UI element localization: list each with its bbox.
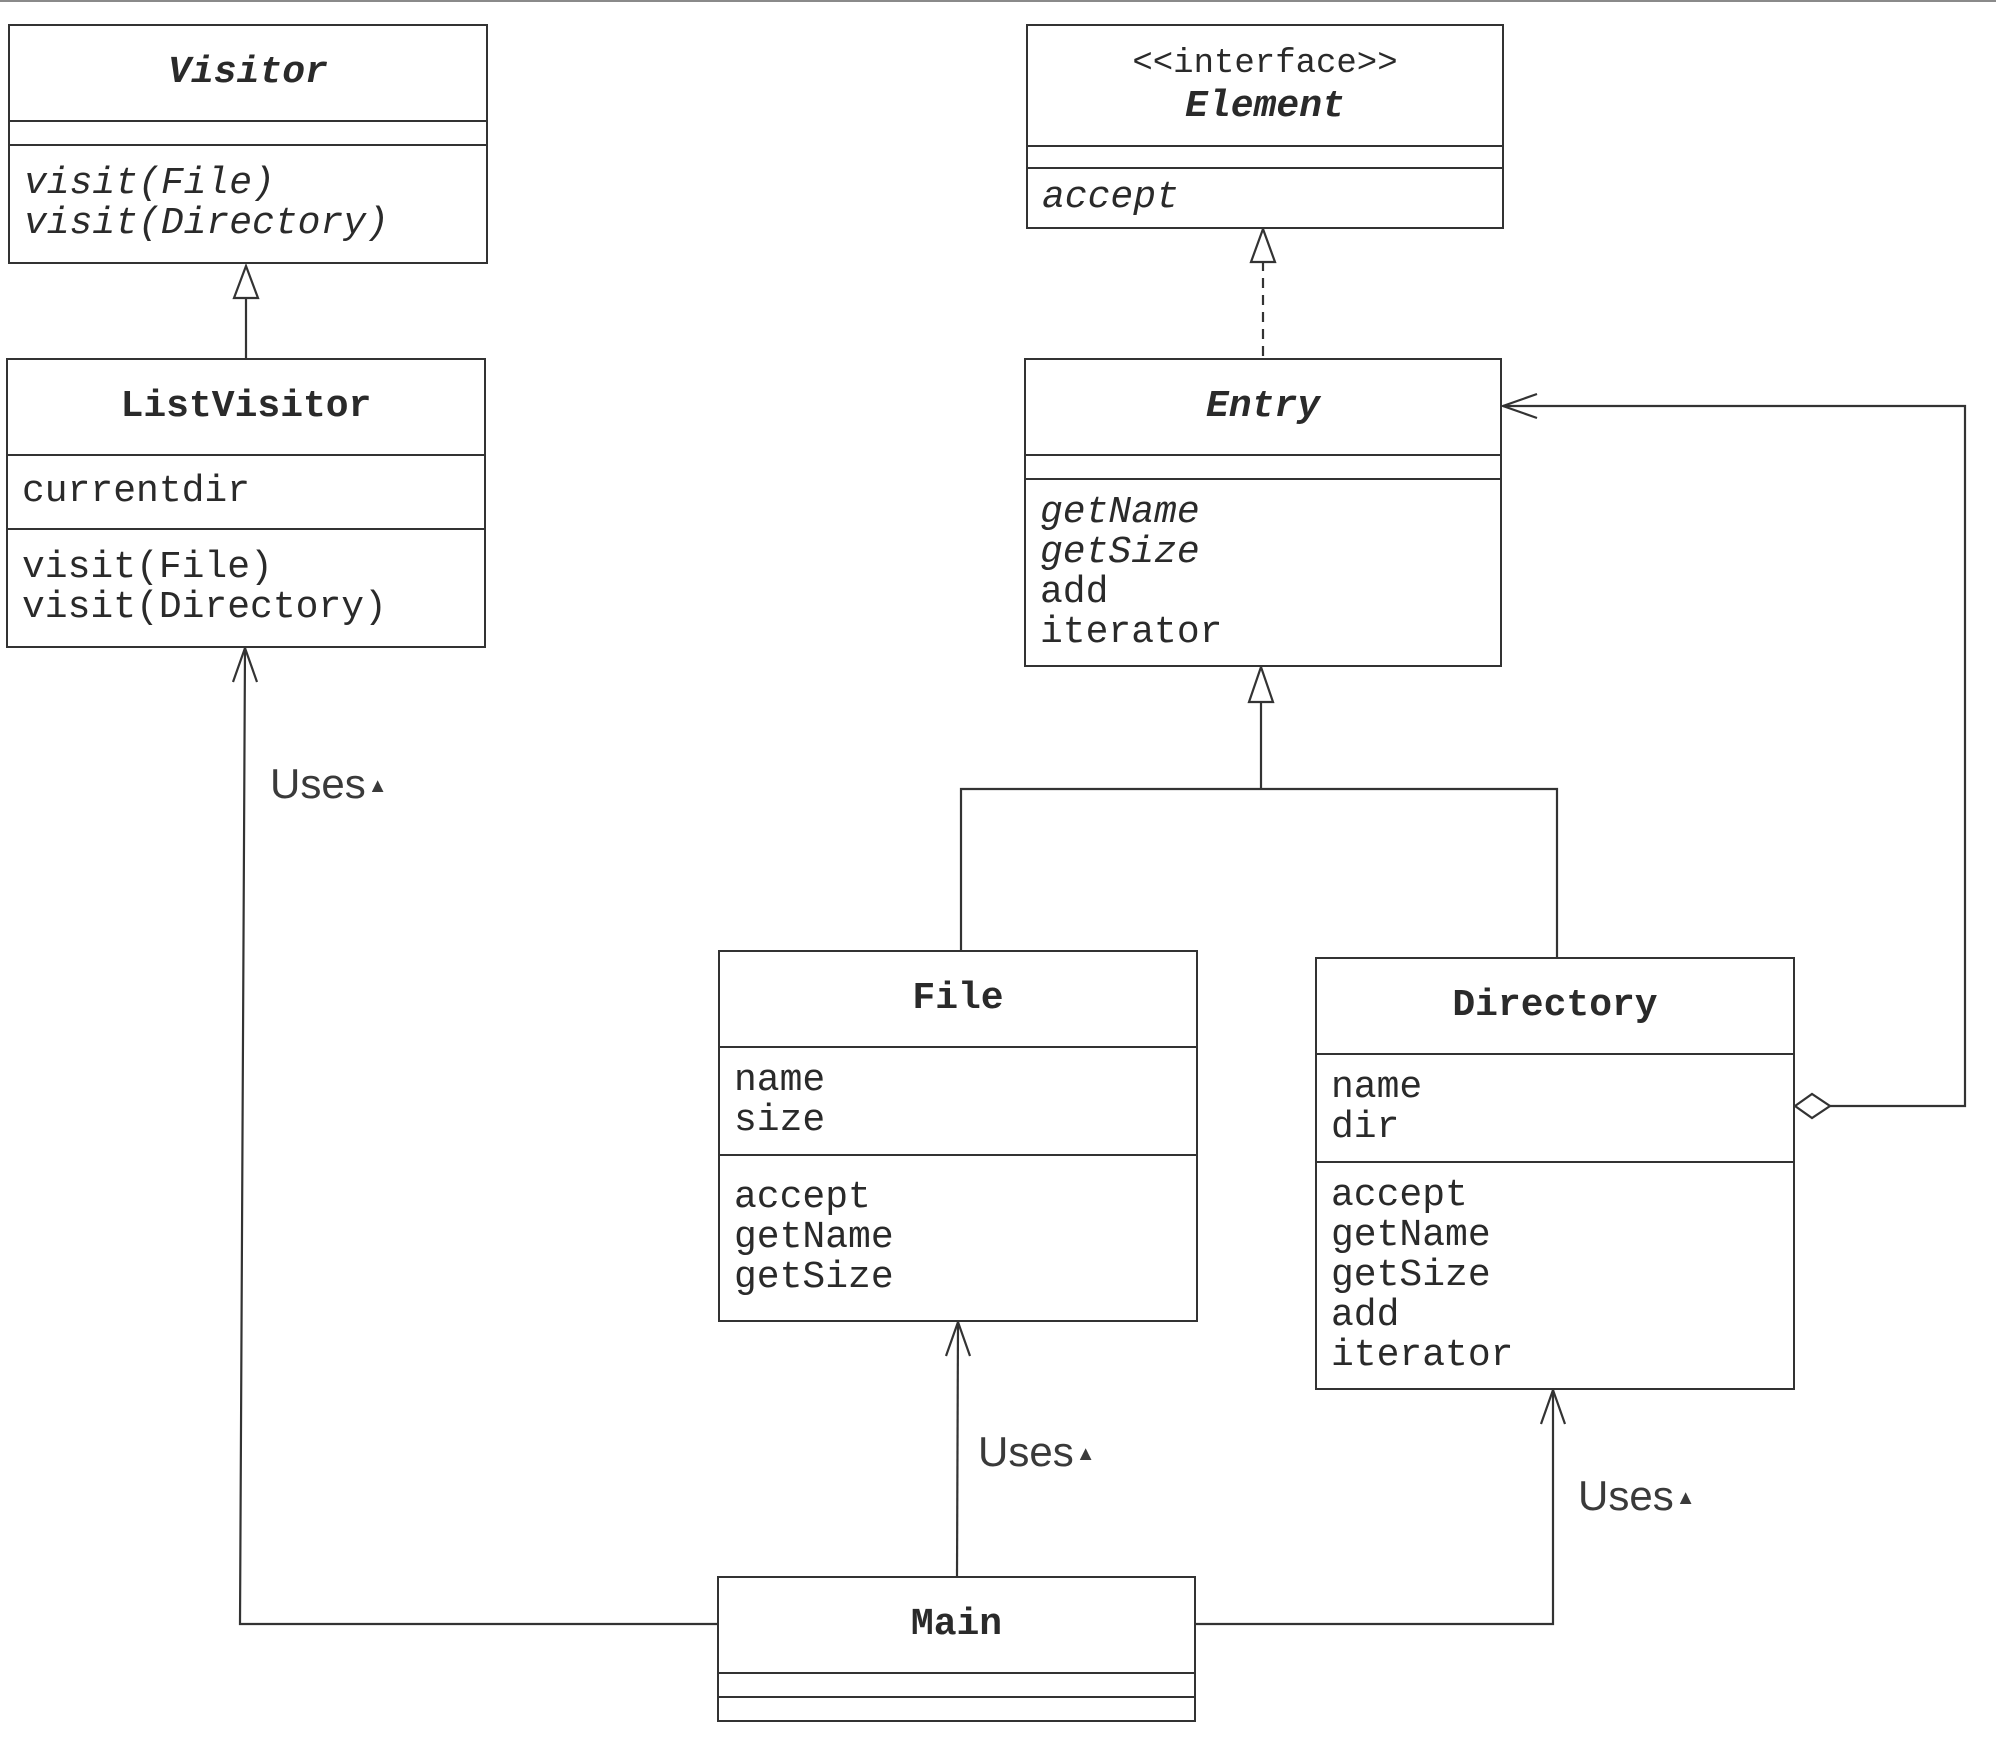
file-open-arrowhead bbox=[944, 1318, 972, 1357]
method: add bbox=[1331, 1293, 1400, 1337]
class-main-methods bbox=[719, 1698, 1194, 1720]
method: getName bbox=[1331, 1213, 1491, 1257]
class-visitor-header: Visitor bbox=[10, 26, 486, 122]
method: accept bbox=[1331, 1173, 1468, 1217]
class-list-visitor-header: ListVisitor bbox=[8, 360, 484, 456]
direction-triangle-icon: ▲ bbox=[1075, 1443, 1096, 1465]
subclass-generalization-bus bbox=[959, 787, 1559, 957]
class-element-name: Element bbox=[1185, 84, 1345, 128]
method: getName bbox=[734, 1216, 894, 1259]
class-element: <<interface>> Element accept bbox=[1026, 24, 1504, 229]
class-directory-methods: accept getName getSize add iterator bbox=[1317, 1163, 1793, 1388]
aggregation-open-arrowhead bbox=[1499, 392, 1538, 420]
class-entry-name: Entry bbox=[1205, 385, 1321, 428]
class-file-methods: accept getName getSize bbox=[720, 1156, 1196, 1320]
method: visit(Directory) bbox=[24, 202, 389, 245]
class-list-visitor-name: ListVisitor bbox=[120, 385, 372, 428]
field: name bbox=[734, 1059, 826, 1102]
method: accept bbox=[1042, 176, 1179, 219]
main-file-dependency-line bbox=[955, 1321, 960, 1577]
class-entry-header: Entry bbox=[1026, 360, 1500, 456]
class-main: Main bbox=[717, 1576, 1196, 1722]
class-element-methods: accept bbox=[1028, 169, 1502, 227]
uses-label-file: Uses▲ bbox=[978, 1428, 1096, 1476]
field: dir bbox=[1331, 1106, 1400, 1149]
method: accept bbox=[734, 1176, 871, 1219]
class-file-header: File bbox=[720, 952, 1196, 1048]
method: visit(File) bbox=[24, 162, 275, 205]
class-element-fields bbox=[1028, 147, 1502, 169]
field: size bbox=[734, 1099, 826, 1142]
directory-aggregation-line bbox=[1503, 404, 1967, 1108]
field: name bbox=[1331, 1066, 1423, 1109]
field: currentdir bbox=[22, 470, 251, 513]
uses-label-list-visitor: Uses▲ bbox=[270, 760, 388, 808]
class-entry-methods: getName getSize add iterator bbox=[1026, 480, 1500, 665]
class-file: File name size accept getName getSize bbox=[718, 950, 1198, 1322]
class-directory-header: Directory bbox=[1317, 959, 1793, 1055]
top-rule bbox=[0, 0, 1996, 2]
method: getName bbox=[1040, 490, 1200, 534]
method: iterator bbox=[1331, 1333, 1514, 1377]
class-element-stereotype: <<interface>> bbox=[1132, 44, 1398, 83]
direction-triangle-icon: ▲ bbox=[367, 775, 388, 797]
directory-open-arrowhead bbox=[1539, 1386, 1567, 1425]
class-entry-fields bbox=[1026, 456, 1500, 480]
class-visitor: Visitor visit(File) visit(Directory) bbox=[8, 24, 488, 264]
uses-label-text: Uses bbox=[978, 1428, 1074, 1475]
main-listvisitor-dependency-line bbox=[238, 647, 717, 1626]
listvisitor-generalization-arrowhead bbox=[232, 262, 260, 300]
method: getSize bbox=[1040, 530, 1200, 574]
uses-label-text: Uses bbox=[270, 760, 366, 807]
entry-generalization-arrowhead bbox=[1247, 663, 1275, 704]
class-main-header: Main bbox=[719, 1578, 1194, 1674]
method: visit(File) bbox=[22, 546, 273, 589]
uses-label-directory: Uses▲ bbox=[1578, 1472, 1696, 1520]
method: getSize bbox=[734, 1256, 894, 1299]
class-visitor-fields bbox=[10, 122, 486, 146]
class-file-name: File bbox=[912, 977, 1004, 1020]
uses-label-text: Uses bbox=[1578, 1472, 1674, 1519]
class-list-visitor-fields: currentdir bbox=[8, 456, 484, 530]
class-entry: Entry getName getSize add iterator bbox=[1024, 358, 1502, 667]
class-directory: Directory name dir accept getName getSiz… bbox=[1315, 957, 1795, 1390]
class-element-header: <<interface>> Element bbox=[1028, 26, 1502, 147]
listvisitor-open-arrowhead bbox=[231, 644, 259, 683]
class-visitor-name: Visitor bbox=[168, 51, 328, 94]
class-directory-fields: name dir bbox=[1317, 1055, 1793, 1163]
entry-realization-arrowhead bbox=[1249, 225, 1277, 264]
class-main-name: Main bbox=[910, 1603, 1003, 1646]
class-visitor-methods: visit(File) visit(Directory) bbox=[10, 146, 486, 262]
aggregation-diamond bbox=[1793, 1092, 1832, 1120]
class-directory-name: Directory bbox=[1452, 984, 1658, 1027]
direction-triangle-icon: ▲ bbox=[1675, 1487, 1696, 1509]
method: visit(Directory) bbox=[22, 586, 387, 629]
class-list-visitor: ListVisitor currentdir visit(File) visit… bbox=[6, 358, 486, 648]
method: add bbox=[1040, 570, 1109, 614]
method: iterator bbox=[1040, 610, 1223, 654]
class-file-fields: name size bbox=[720, 1048, 1196, 1156]
class-main-fields bbox=[719, 1674, 1194, 1698]
class-list-visitor-methods: visit(File) visit(Directory) bbox=[8, 530, 484, 646]
method: getSize bbox=[1331, 1253, 1491, 1297]
main-directory-dependency-line bbox=[1196, 1390, 1555, 1626]
